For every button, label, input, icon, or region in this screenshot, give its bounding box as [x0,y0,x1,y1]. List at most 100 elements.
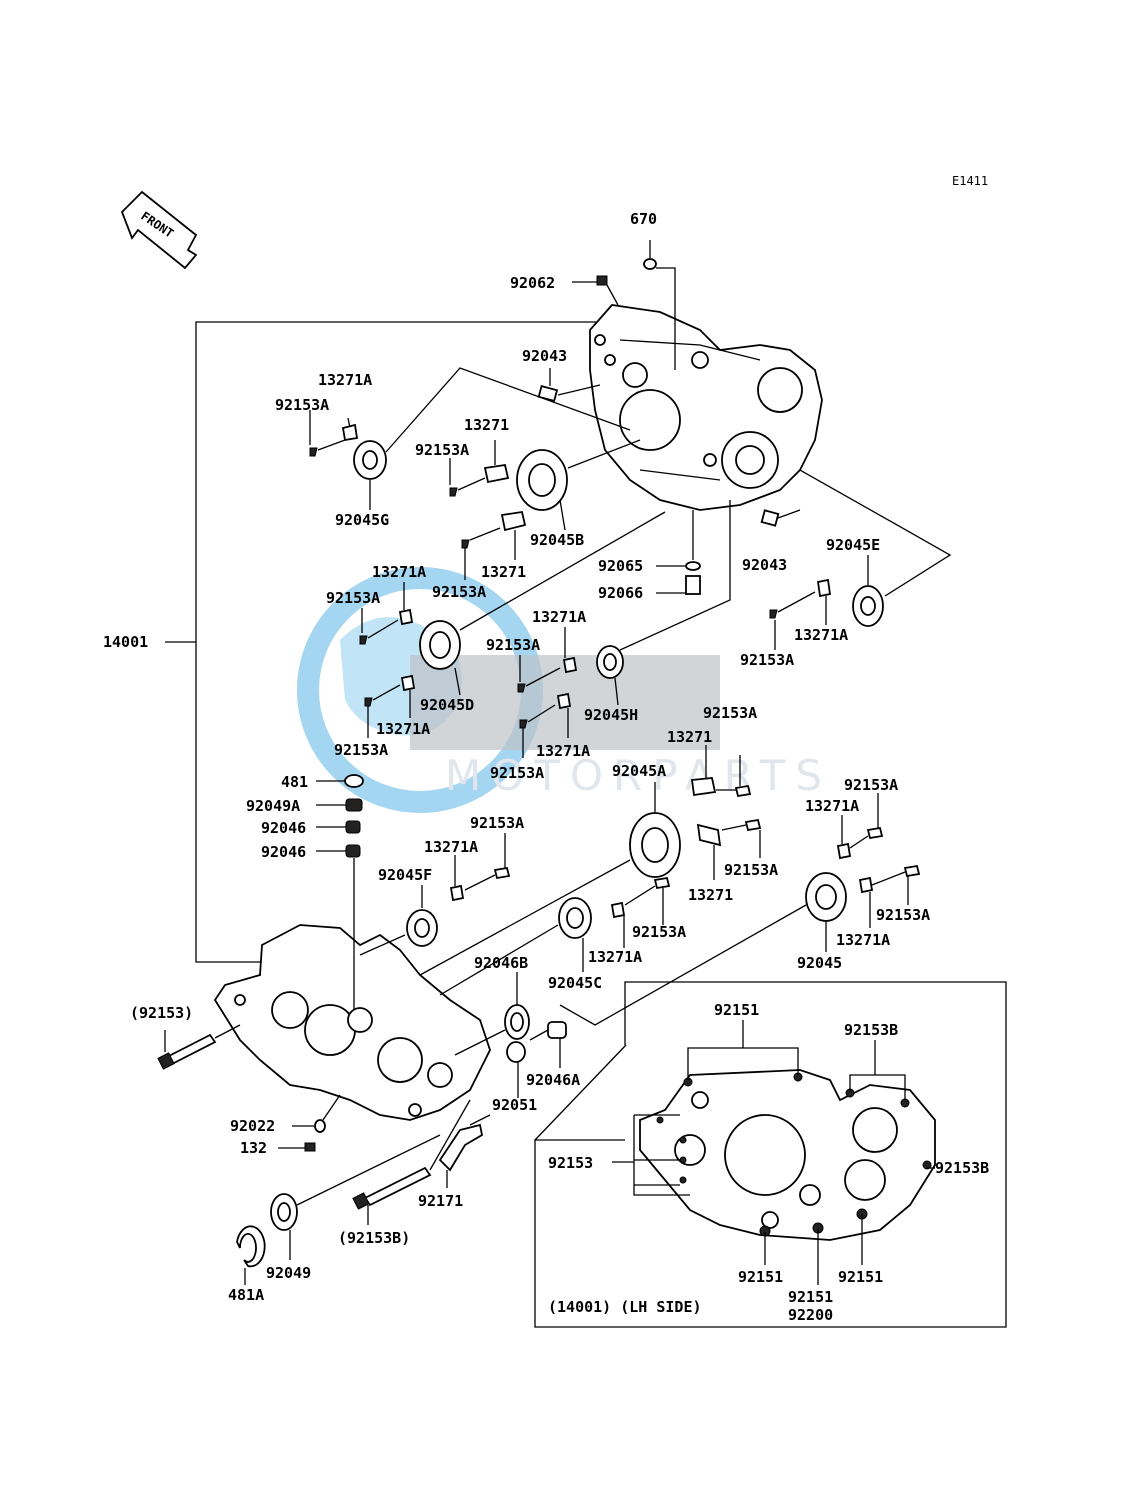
label-92171: 92171 [418,1192,463,1210]
bolt-92153A-6-icon [364,697,373,707]
label-13271A-3: 13271A [372,563,426,581]
diagram-code: E1411 [952,174,988,188]
label-92046-b: 92046 [261,843,306,861]
plug-92062-icon [596,275,608,286]
label-92153A-6: 92153A [334,741,388,759]
label-92153A-14: 92153A [876,906,930,924]
label-92062: 92062 [510,274,555,292]
label-92153A-8: 92153A [490,764,544,782]
label-13271A-5: 13271A [532,608,586,626]
seal-92051-icon [506,1041,526,1063]
label-92151-bottom-center: 92151 [788,1288,833,1306]
plate-13271-3-icon [690,777,717,797]
bolt-92153A-13-icon [866,826,884,840]
bushing-92046b-icon [345,844,361,858]
lower-crankcase [213,924,491,1121]
label-92065: 92065 [598,557,643,575]
label-14001: 14001 [103,633,148,651]
label-92045C: 92045C [548,974,602,992]
label-13271-4: 13271 [688,886,733,904]
label-92151-top: 92151 [714,1001,759,1019]
label-670: 670 [630,210,657,228]
label-92151-bottom-right: 92151 [838,1268,883,1286]
label-92045A: 92045A [612,762,666,780]
label-92153A-13: 92153A [844,776,898,794]
label-92153B-top: 92153B [844,1021,898,1039]
label-92045D: 92045D [420,696,474,714]
bolt-92153A-7-icon [517,683,526,693]
bolt-92066-icon [685,575,701,595]
label-92046-a: 92046 [261,819,306,837]
bolt-92153A-14-icon [903,864,921,878]
label-92153A-3: 92153A [432,583,486,601]
plate-13271A-9-icon [836,842,852,860]
bushing-92046a-icon [345,820,361,834]
inset-lh-side [534,981,1007,1328]
bolt-92153A-5-icon [359,635,368,645]
label-92043-upper: 92043 [522,347,567,365]
label-92045E: 92045E [826,536,880,554]
label-481A: 481A [228,1286,264,1304]
plate-13271-2-icon [500,510,527,532]
part-labels: 670 92062 92043 13271A 92153A 13271 9215… [103,210,989,1324]
label-92200: 92200 [788,1306,833,1324]
washer-92022-icon [314,1119,326,1133]
plate-13271A-7-icon [449,884,465,902]
bushing-92049A-icon [345,798,363,812]
label-92153A-9: 92153A [703,704,757,722]
label-13271A-9: 13271A [805,797,859,815]
label-92046A: 92046A [526,1071,580,1089]
circlip-481A-icon [236,1225,266,1268]
plate-13271-4-icon [696,823,722,847]
label-13271A-8: 13271A [588,948,642,966]
label-481: 481 [281,773,308,791]
label-92153-inset: 92153 [548,1154,593,1172]
circlip-481-icon [344,774,364,788]
bolt-92153A-2-icon [449,487,458,497]
plate-13271-1-icon [483,463,510,484]
bushing-92046A-icon [547,1021,567,1039]
label-92045: 92045 [797,954,842,972]
bolt-92153A-1-icon [309,447,318,457]
part-shapes [157,240,952,1285]
label-92066: 92066 [598,584,643,602]
label-13271A-6: 13271A [536,742,590,760]
label-92153A-4: 92153A [740,651,794,669]
label-13271-1: 13271 [464,416,509,434]
bolt-132-icon [304,1142,316,1152]
dowel-92043a-icon [537,384,559,402]
plate-13271A-8-icon [610,901,626,919]
label-92045H: 92045H [584,706,638,724]
front-arrow-icon: FRONT [120,190,198,270]
label-13271A-2: 13271A [794,626,848,644]
label-13271A-1: 13271A [318,371,372,389]
bolt-92153A-4-icon [769,609,778,619]
label-92153B-paren: (92153B) [338,1229,410,1247]
label-92153A-10: 92153A [470,814,524,832]
bolt-92153A-10-icon [744,818,762,832]
label-92043-lower: 92043 [742,556,787,574]
upper-crankcase [589,304,823,511]
plate-13271A-3-icon [398,608,414,626]
label-92046B: 92046B [474,954,528,972]
label-92153A-2: 92153A [415,441,469,459]
washer-92065-icon [685,561,701,571]
watermark-subtitle: MOTORPARTS [445,751,832,800]
inset-caption: (14001) (LH SIDE) [548,1298,702,1316]
bolt-92153A-12-icon [653,876,671,890]
label-92045G: 92045G [335,511,389,529]
label-92153A-12: 92153A [632,923,686,941]
bracket-14001 [165,321,608,963]
label-92153A-7: 92153A [486,636,540,654]
label-92153A-1: 92153A [275,396,329,414]
label-92045B: 92045B [530,531,584,549]
label-92153A-11: 92153A [724,861,778,879]
oring-670-icon [643,258,657,270]
label-92153-paren: (92153) [130,1004,193,1022]
label-92153A-5: 92153A [326,589,380,607]
label-92151-bottom-left: 92151 [738,1268,783,1286]
label-92153B-right: 92153B [935,1159,989,1177]
label-13271A-4: 13271A [376,720,430,738]
